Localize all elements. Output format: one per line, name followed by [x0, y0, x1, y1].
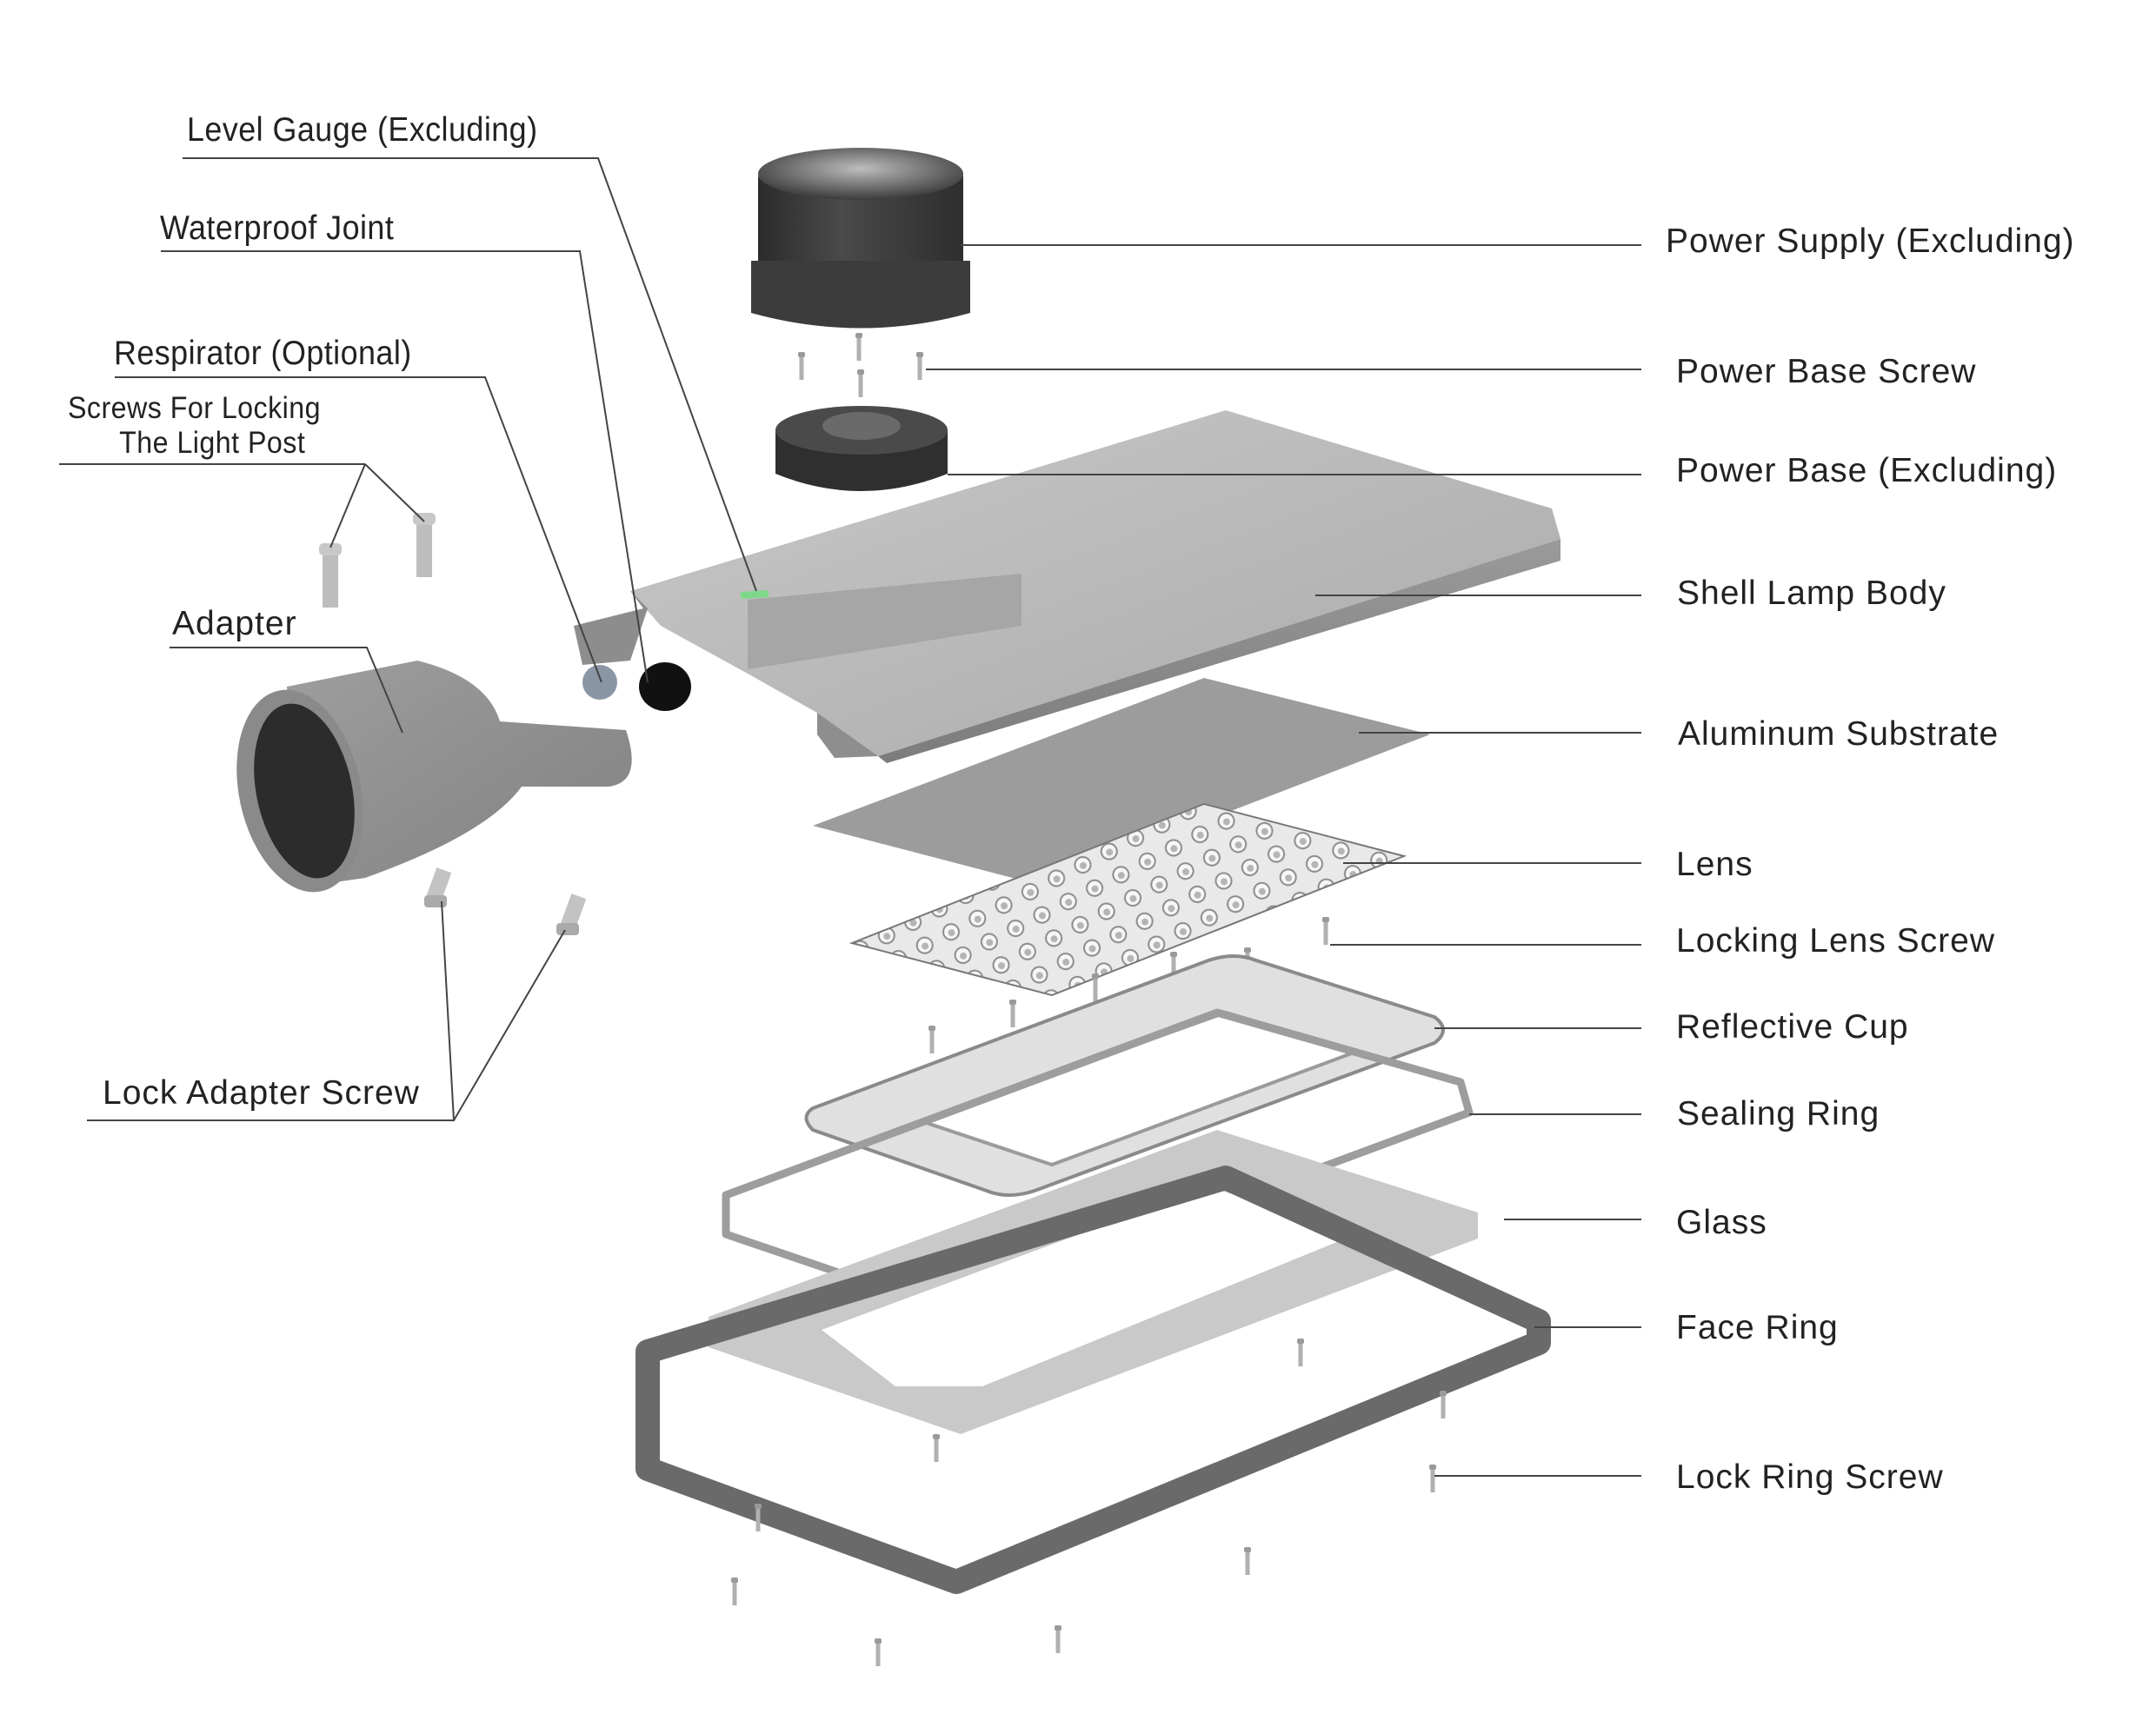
label-respirator: Respirator (Optional) — [114, 335, 412, 372]
label-screws-light-post-line1: Screws For Locking — [68, 391, 322, 425]
label-lock-ring-screw: Lock Ring Screw — [1676, 1458, 1944, 1496]
label-shell-lamp-body: Shell Lamp Body — [1677, 575, 1946, 612]
label-adapter: Adapter — [172, 605, 297, 642]
label-power-supply: Power Supply (Excluding) — [1666, 223, 2075, 260]
label-screws-light-post: Screws For Locking The Light Post — [68, 391, 321, 461]
adapter-part — [236, 661, 632, 893]
label-waterproof-joint: Waterproof Joint — [160, 209, 395, 247]
waterproof-joint-part — [639, 662, 691, 711]
label-locking-lens-screw: Locking Lens Screw — [1676, 922, 1996, 960]
label-face-ring: Face Ring — [1676, 1309, 1839, 1346]
label-lock-adapter-screw: Lock Adapter Screw — [103, 1074, 420, 1112]
power-base-screws — [798, 333, 923, 397]
level-gauge-part — [740, 589, 769, 600]
label-screws-light-post-line2: The Light Post — [119, 426, 306, 460]
leader-respirator — [115, 376, 602, 683]
power-supply-part — [751, 148, 970, 329]
respirator-part — [582, 665, 617, 700]
lock-adapter-screws — [424, 867, 587, 935]
lens-part — [848, 802, 1407, 997]
leader-level-gauge — [183, 157, 757, 592]
shell-lamp-body-part — [574, 410, 1560, 763]
label-sealing-ring: Sealing Ring — [1677, 1095, 1880, 1133]
face-ring-part — [635, 1166, 1551, 1594]
label-aluminum-substrate: Aluminum Substrate — [1678, 715, 2000, 753]
label-glass: Glass — [1676, 1204, 1767, 1241]
power-base-part — [775, 406, 948, 491]
label-power-base-screw: Power Base Screw — [1676, 353, 1977, 390]
label-reflective-cup: Reflective Cup — [1676, 1008, 1909, 1046]
label-lens: Lens — [1676, 846, 1753, 883]
label-level-gauge: Level Gauge (Excluding) — [187, 111, 538, 149]
aluminum-substrate-part — [813, 678, 1430, 885]
leader-adapter — [170, 647, 403, 734]
glass-part — [709, 1130, 1478, 1434]
light-post-screws — [319, 513, 436, 608]
leader-waterproof-joint — [161, 250, 649, 683]
leader-lines — [59, 157, 1641, 1477]
label-power-base: Power Base (Excluding) — [1676, 452, 2058, 489]
